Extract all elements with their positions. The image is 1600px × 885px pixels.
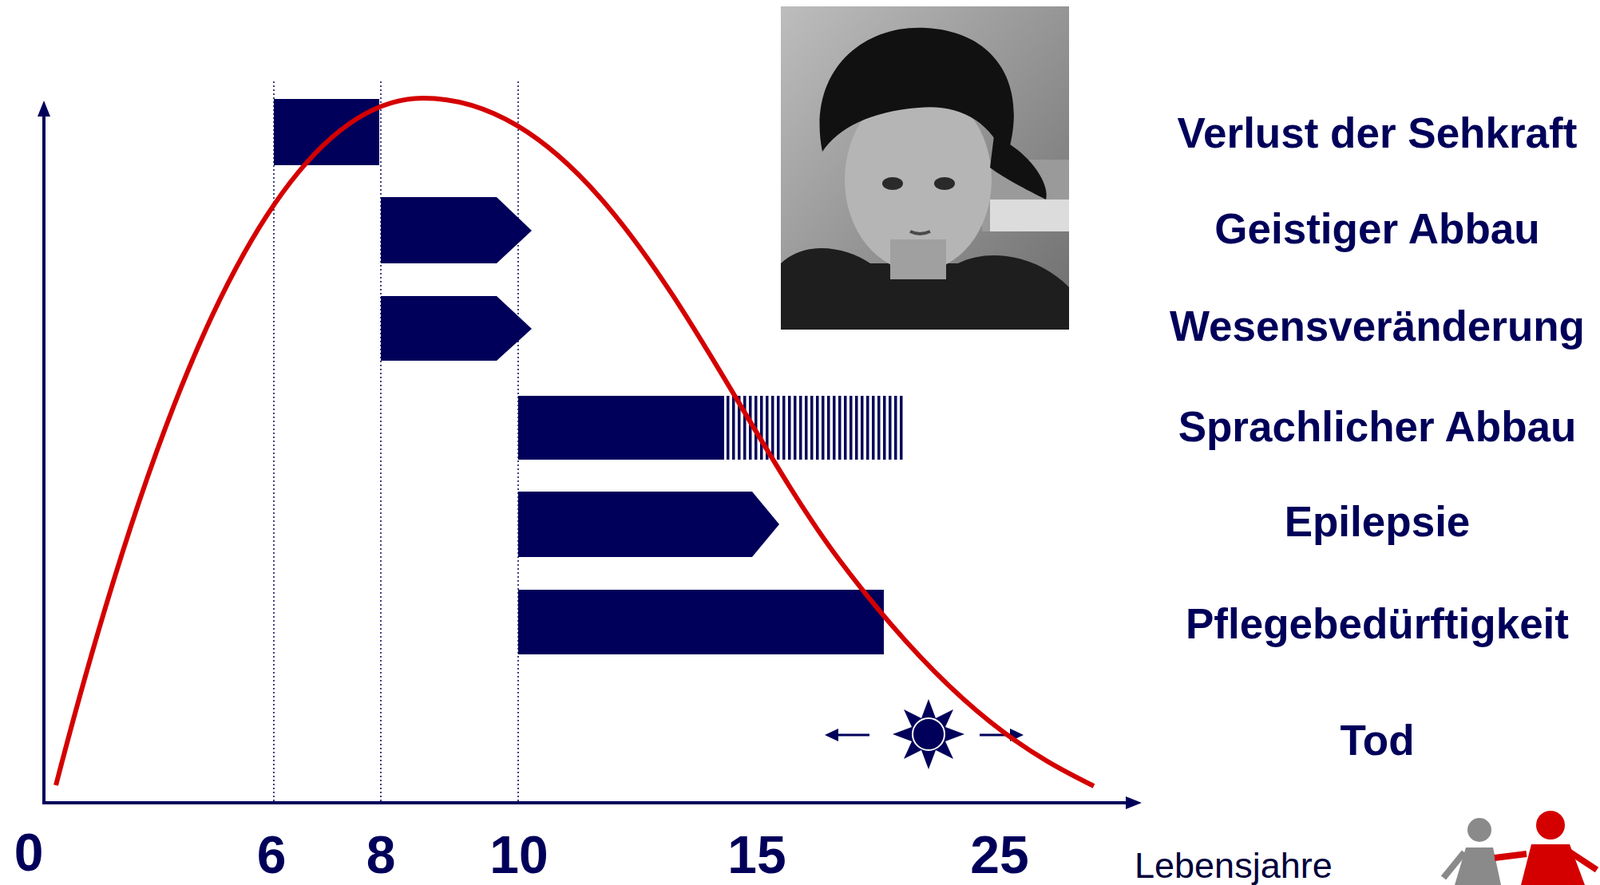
symptom-arrow: [380, 197, 532, 264]
symptom-arrow: [518, 491, 780, 558]
symptom-label: Sprachlicher Abbau: [1178, 405, 1577, 448]
axis-tick-label: 8: [366, 828, 397, 882]
axis-arrowhead: [37, 100, 51, 117]
axis-tick-label: 15: [727, 828, 786, 882]
x-axis: [42, 801, 1129, 805]
symptom-bar: [273, 99, 380, 166]
y-axis: [42, 111, 46, 804]
symptom-label: Wesensveränderung: [1169, 305, 1585, 349]
symptom-bar: [518, 590, 884, 655]
guide-line: [273, 81, 275, 804]
symptom-label: Pflegebedürftigkeit: [1185, 602, 1569, 646]
axis-tick-label: 10: [489, 828, 548, 882]
logo-figures: [1443, 811, 1597, 885]
symptom-arrow: [380, 296, 532, 361]
symptom-label: Verlust der Sehkraft: [1177, 111, 1578, 155]
axis-tick-label: 6: [257, 828, 287, 882]
axis-tick-label: 25: [970, 828, 1029, 882]
death-symbol: [824, 699, 1024, 770]
symptom-label: Epilepsie: [1284, 500, 1471, 543]
symptom-label: Tod: [1339, 719, 1414, 762]
photo: [780, 6, 1070, 330]
axis-arrowhead: [1125, 796, 1142, 810]
guide-line: [380, 81, 382, 804]
axis-title: Lebensjahre: [1134, 847, 1333, 884]
symptom-bar: [518, 396, 725, 460]
symptom-label: Geistiger Abbau: [1214, 207, 1540, 250]
axis-tick-label: 0: [14, 826, 44, 880]
